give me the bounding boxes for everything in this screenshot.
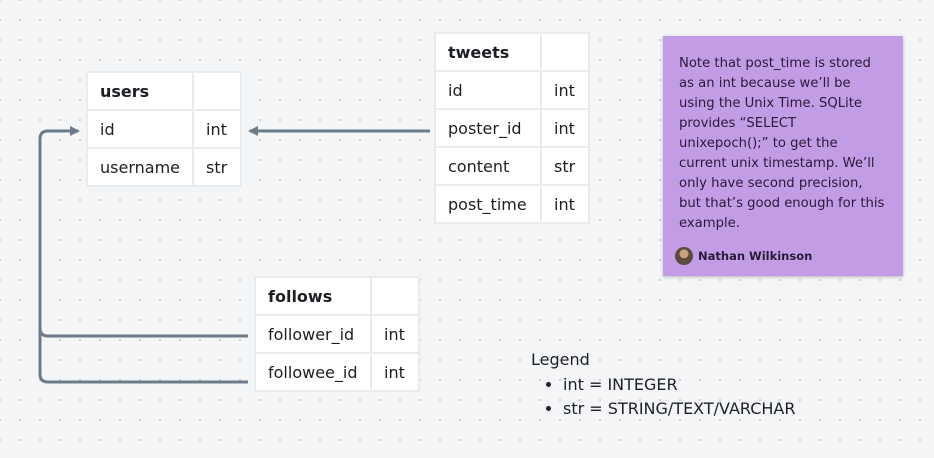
table-row: id int: [86, 109, 242, 149]
table-row: content str: [434, 146, 590, 186]
column-type: int: [370, 314, 420, 354]
table-row: follower_id int: [254, 314, 420, 354]
note-text: Note that post_time is stored as an int …: [679, 56, 885, 231]
followee-id-to-users-id-connector: [38, 330, 248, 384]
note-author: Nathan Wilkinson: [675, 247, 812, 265]
column-type: int: [540, 70, 590, 110]
column-type: int: [540, 184, 590, 224]
header-empty-cell: [370, 276, 420, 316]
column-name: id: [86, 109, 194, 149]
column-name: followee_id: [254, 352, 372, 392]
table-row: followee_id int: [254, 352, 420, 392]
follows-table[interactable]: follows follower_id int followee_id int: [254, 276, 420, 392]
column-type: int: [370, 352, 420, 392]
legend-item: str = STRING/TEXT/VARCHAR: [563, 397, 795, 421]
column-name: post_time: [434, 184, 542, 224]
column-name: content: [434, 146, 542, 186]
column-name: follower_id: [254, 314, 372, 354]
column-type: int: [192, 109, 242, 149]
column-name: username: [86, 147, 194, 187]
column-type: str: [540, 146, 590, 186]
column-name: id: [434, 70, 542, 110]
column-type: str: [192, 147, 242, 187]
users-table[interactable]: users id int username str: [86, 71, 242, 187]
avatar: [675, 247, 693, 265]
table-header-row: users: [86, 71, 242, 111]
table-row: poster_id int: [434, 108, 590, 148]
table-name: tweets: [434, 32, 542, 72]
header-empty-cell: [192, 71, 242, 111]
table-row: id int: [434, 70, 590, 110]
column-name: poster_id: [434, 108, 542, 148]
legend-list: int = INTEGER str = STRING/TEXT/VARCHAR: [531, 373, 795, 421]
table-name: follows: [254, 276, 372, 316]
note-author-name: Nathan Wilkinson: [698, 249, 813, 263]
follower-id-to-users-id-arrow: [38, 126, 248, 338]
sticky-note[interactable]: Note that post_time is stored as an int …: [663, 36, 903, 276]
legend-title: Legend: [531, 350, 590, 369]
table-header-row: follows: [254, 276, 420, 316]
table-name: users: [86, 71, 194, 111]
legend: Legend int = INTEGER str = STRING/TEXT/V…: [531, 350, 795, 421]
column-type: int: [540, 108, 590, 148]
header-empty-cell: [540, 32, 590, 72]
legend-item: int = INTEGER: [563, 373, 795, 397]
table-row: username str: [86, 147, 242, 187]
table-row: post_time int: [434, 184, 590, 224]
tweets-table[interactable]: tweets id int poster_id int content str …: [434, 32, 590, 224]
table-header-row: tweets: [434, 32, 590, 72]
